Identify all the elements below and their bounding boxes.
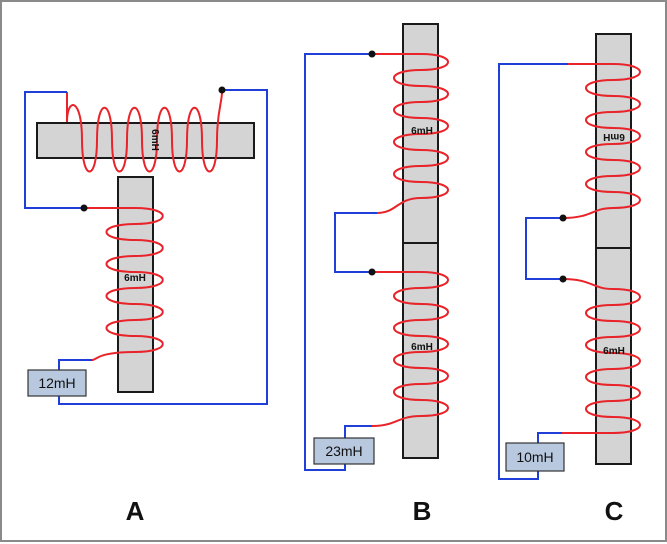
panel-b-wire-meter [344,425,372,438]
panel-b-meter-reading: 23mH [325,443,362,459]
panel-c-top-coil-label: 6mH [603,131,625,142]
panel-a-bottom-coil [84,207,164,361]
panel-b-top-coil-label: 6mH [411,126,433,137]
panel-c-junction-dot [559,214,567,222]
panel-b-bottom-coil [371,271,449,427]
panel-a-top-core [36,122,255,159]
panel-c-top-core [595,33,632,249]
panel-a-junction-dot [80,204,88,212]
panel-b-junction-dot [368,50,376,58]
panel-b: 6mH 6mH 23mH B [304,23,449,526]
panel-b-meter: 23mH [313,437,375,465]
panel-c-meter: 10mH [505,442,565,472]
panel-a-wire-left [24,91,84,209]
panel-c-bottom-coil [562,278,641,434]
panel-c-junction-dot [559,275,567,283]
panel-b-label: B [413,496,432,526]
panel-a-label: A [126,496,145,526]
panel-a-top-coil [66,91,223,173]
panel-a-bottom-coil-label: 6mH [124,273,146,284]
panel-a: 6mH 6mH 12mH A [24,86,268,526]
panel-b-junction-dot [368,268,376,276]
panel-a-meter-reading: 12mH [38,375,75,391]
panel-b-bottom-coil-label: 6mH [411,342,433,353]
panel-a-top-coil-label: 6mH [149,129,160,151]
panel-a-bottom-core [117,176,154,393]
panel-c-wire-outer [498,63,568,480]
panel-c-wire-link [525,217,563,280]
panel-c-bottom-core [595,247,632,465]
panel-b-wire-link [334,212,377,273]
panel-a-meter: 12mH [27,369,87,397]
panel-b-top-coil [372,53,449,214]
panel-a-wire-right [58,89,268,405]
panel-c-wire-meter [537,432,562,443]
panel-a-wire-meter [58,359,92,370]
panel-c-meter-reading: 10mH [516,449,553,465]
panel-a-junction-dot [218,86,226,94]
panel-b-wire-outer [304,53,372,471]
panel-c: 6mH 6mH 10mH C [498,33,641,526]
panel-c-bottom-coil-label: 6mH [603,346,625,357]
panel-c-top-coil [562,63,641,219]
panel-c-label: C [605,496,624,526]
